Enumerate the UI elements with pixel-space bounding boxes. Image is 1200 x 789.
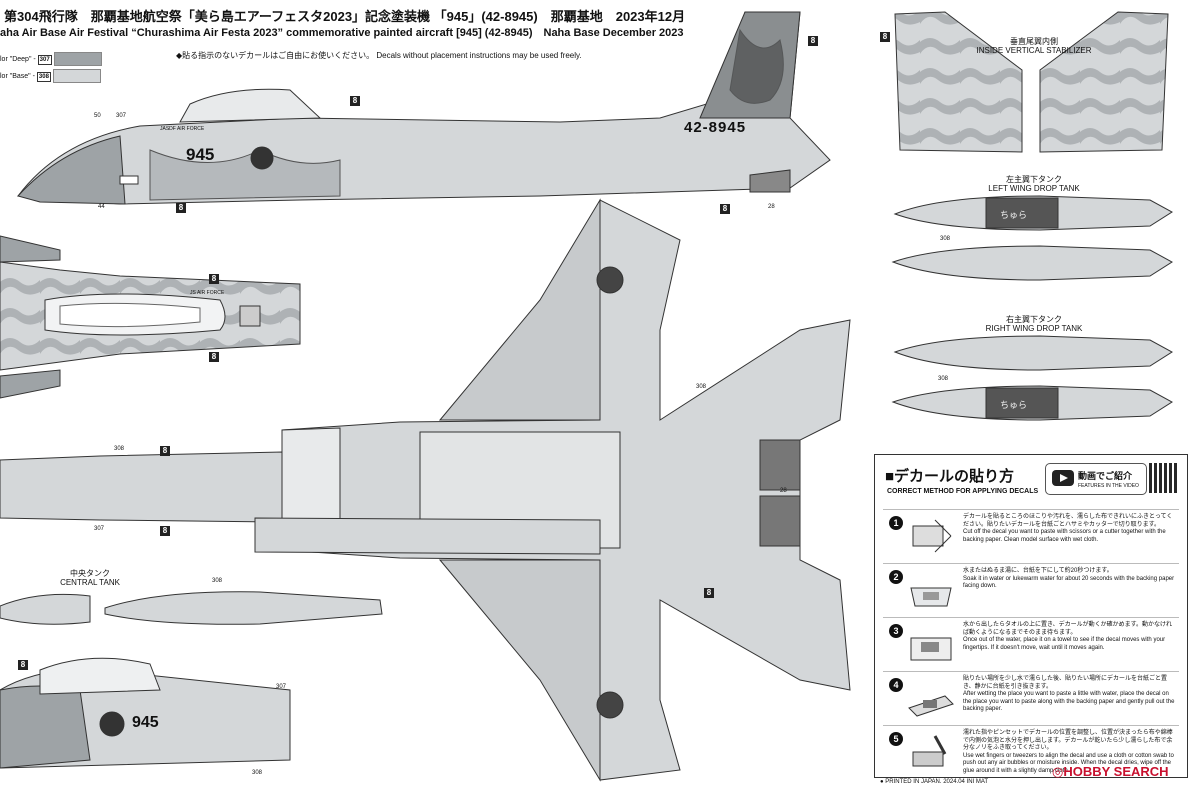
instructions-title-en: CORRECT METHOD FOR APPLYING DECALS (887, 488, 1039, 495)
side-view-aircraft (17, 11, 831, 205)
central-tank-title-en: CENTRAL TANK (60, 578, 120, 587)
decal-marker-8: 8 (160, 446, 170, 456)
side-nose-small-text: JASDF AIR FORCE (160, 126, 205, 132)
step-text-jp: 水またはぬるま湯に、台紙を下にして約20秒つけます。 (963, 568, 1113, 574)
free-use-note: ◆貼る指示のないデカールはご自由にお使いください。 Decals without… (176, 51, 582, 60)
stabilizer-title-jp: 垂直尾翼内側 (1010, 37, 1058, 46)
title-jp: 第304飛行隊 那覇基地航空祭「美ら島エアーフェスタ2023」記念塗装機 「94… (4, 9, 686, 24)
instructions-title-jp: ■デカールの貼り方 (885, 468, 1015, 485)
callout-308: 307 (116, 113, 127, 119)
callout-307: 50 (94, 113, 101, 119)
step-text-en: Once out of the water, place it on a tow… (963, 637, 1166, 651)
right-tank-art-text: ちゅら (1000, 400, 1028, 410)
press-out-bubbles-illustration-icon (912, 735, 947, 767)
decal-marker-8: 8 (704, 588, 714, 598)
decal-marker-8: 8 (176, 203, 186, 213)
left-tank-title-jp: 左主翼下タンク (1006, 175, 1062, 184)
hobby-search-watermark: ◎HOBBY SEARCH (1052, 764, 1169, 779)
central-drop-tank (0, 591, 383, 625)
stabilizer-title-en: INSIDE VERTICAL STABILIZER (976, 46, 1092, 55)
lower-side-view-aircraft (0, 657, 291, 769)
video-label: 動画でご紹介 (1078, 471, 1133, 481)
right-drop-tank-lower (891, 385, 1173, 421)
left-tank-title-en: LEFT WING DROP TANK (988, 184, 1080, 193)
decal-marker-8: 8 (350, 96, 360, 106)
color-code-badge: 308 (36, 71, 51, 82)
step-text-jp: 貼りたい場所を少し水で濡らした後、貼りたい場所にデカールを台紙ごと置き、静かに台… (963, 676, 1168, 690)
callout-307-bottom: 307 (94, 526, 105, 532)
decal-instructions-panel: ■デカールの貼り方 CORRECT METHOD FOR APPLYING DE… (874, 454, 1188, 778)
decal-marker-8: 8 (160, 526, 170, 536)
play-icon (1052, 470, 1074, 486)
callout-layer: 50 307 44 28 308 307 307 308 308 308 308… (0, 0, 950, 776)
step-text-jp: 濡れた指やピンセットでデカールの位置を調整し、位置が決まったら布や綿棒で内側の気… (963, 730, 1173, 752)
left-tank-art-text: ちゅら (1000, 210, 1028, 220)
step-text-en: Soak it in water or lukewarm water for a… (963, 575, 1175, 590)
decal-marker-8: 8 (209, 274, 219, 284)
step-text-en: After wetting the place you want to past… (963, 691, 1175, 713)
left-drop-tank-upper (893, 195, 1173, 231)
decal-marker-8: 8 (808, 36, 818, 46)
instruction-step-4: 4 貼りたい場所を少し水で濡らした後、貼りたい場所にデカールを台紙ごと置き、静か… (883, 671, 1179, 724)
central-tank-title-jp: 中央タンク (70, 569, 110, 578)
scissors-cut-illustration-icon (912, 519, 952, 553)
color-swatch-base (52, 69, 101, 83)
lower-nose-number: 945 (132, 714, 159, 731)
callout-28-bottom: 28 (780, 488, 787, 494)
instruction-step-5: 5 濡れた指やピンセットでデカールの位置を調整し、位置が決まったら布や綿棒で内側… (883, 725, 1179, 778)
callout-307-lower: 307 (276, 684, 287, 690)
side-serial-number: 42-8945 (684, 119, 747, 136)
canopy-small-text: JS AIR FORCE (190, 290, 225, 296)
callout-44: 44 (98, 204, 105, 210)
step-text-en: Cut off the decal you want to paste with… (963, 529, 1166, 543)
callout-28: 28 (768, 204, 775, 210)
step-number: 2 (889, 570, 903, 584)
callout-308-central: 308 (212, 578, 223, 584)
qr-code-icon[interactable] (1149, 463, 1179, 493)
decal-marker-8: 8 (18, 660, 28, 670)
instruction-step-3: 3 水から出したらタオルの上に置き、デカールが動くか確かめます。動かなければ動く… (883, 617, 1179, 670)
color-legend-base: lor "Base" - 308 (0, 69, 101, 83)
callout-308-lower: 308 (252, 770, 263, 776)
side-nose-number: 945 (186, 145, 215, 164)
printed-in-japan: ● PRINTED IN JAPAN. 2024.04 INI MAT (880, 779, 989, 785)
right-drop-tank-upper (893, 335, 1173, 371)
right-tank-title-jp: 右主翼下タンク (1006, 315, 1062, 324)
title-en: aha Air Base Air Festival “Churashima Ai… (0, 27, 684, 39)
step-number: 3 (889, 624, 903, 638)
right-tank-title-en: RIGHT WING DROP TANK (985, 324, 1083, 333)
underside-view-aircraft (0, 198, 851, 782)
decal-marker-8: 8 (209, 352, 219, 362)
callout-308-bottom-right: 308 (696, 384, 707, 390)
video-sublabel: FEATURES IN THE VIDEO (1078, 483, 1139, 489)
apply-decal-illustration-icon (908, 695, 954, 717)
step-number: 5 (889, 732, 903, 746)
decal-marker-8: 8 (880, 32, 890, 42)
soak-water-illustration-icon (910, 587, 952, 607)
callout-308-tank: 308 (940, 236, 951, 242)
left-drop-tank-lower (891, 245, 1173, 281)
step-text-jp: デカールを貼るところのほこりや汚れを、濡らした布できれいにふきとってください。貼… (963, 514, 1173, 528)
top-view-aircraft (0, 235, 301, 399)
step-text-en: Use wet fingers or tweezers to align the… (963, 752, 1174, 774)
vertical-stabilizer-right (1039, 11, 1169, 153)
vertical-stabilizer-left (894, 11, 1023, 153)
instruction-step-2: 2 水またはぬるま湯に、台紙を下にして約20秒つけます。 Soak it in … (883, 563, 1179, 616)
towel-check-illustration-icon (910, 637, 952, 661)
video-link-button[interactable]: 動画でご紹介 FEATURES IN THE VIDEO (1045, 463, 1147, 495)
decal-marker-8: 8 (720, 204, 730, 214)
step-text-jp: 水から出したらタオルの上に置き、デカールが動くか確かめます。動かなければ動くよう… (963, 622, 1172, 636)
callout-308-bottom: 308 (114, 446, 125, 452)
callout-308-tank-right: 308 (938, 376, 949, 382)
instruction-step-1: 1 デカールを貼るところのほこりや汚れを、濡らした布できれいにふきとってください… (883, 509, 1179, 562)
step-number: 1 (889, 516, 903, 530)
step-number: 4 (889, 678, 903, 692)
color-swatch-deep (53, 52, 102, 66)
color-code-badge: 307 (37, 54, 52, 65)
color-legend-deep: lor "Deep" - 307 (0, 52, 102, 66)
